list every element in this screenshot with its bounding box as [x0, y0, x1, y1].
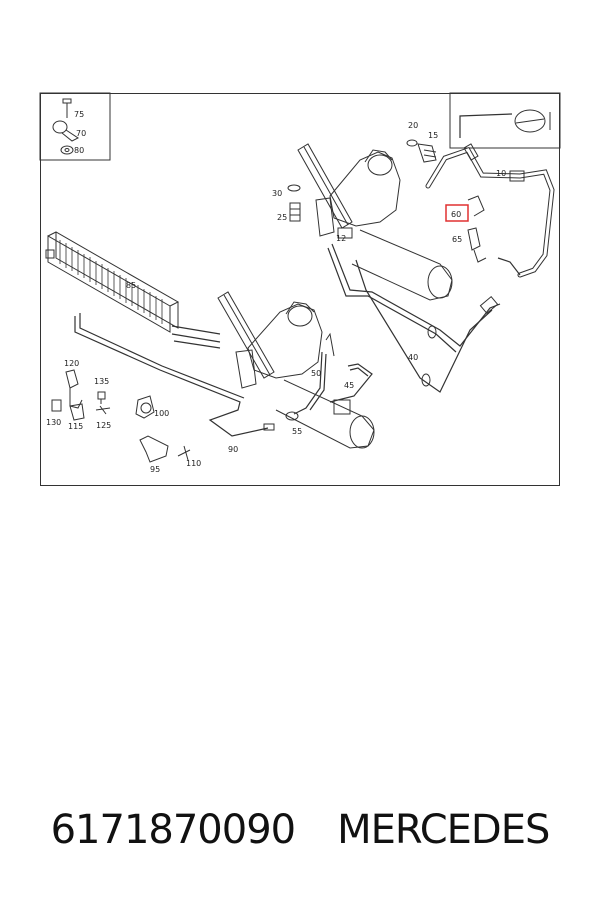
label-10: 10 — [496, 169, 506, 178]
label-45: 45 — [344, 381, 354, 390]
line-40 — [327, 243, 501, 393]
label-135: 135 — [94, 377, 109, 386]
steering-wheel-icon — [514, 109, 546, 133]
lines-50-45 — [285, 351, 373, 421]
steering-gear-lower — [217, 291, 375, 449]
diagram-frame — [40, 93, 560, 486]
label-65: 65 — [452, 235, 462, 244]
nut-icon — [60, 145, 74, 155]
label-15: 15 — [428, 131, 438, 140]
highlighted-part-60: 60 — [445, 195, 485, 222]
bracket-115-icon — [69, 403, 85, 421]
screw-110-icon — [177, 445, 191, 461]
label-80: 80 — [74, 146, 84, 155]
label-125: 125 — [96, 421, 111, 430]
brand-name: MERCEDES — [337, 807, 550, 853]
return-line-90 — [74, 313, 275, 437]
label-40: 40 — [408, 353, 418, 362]
label-85: 85 — [126, 281, 136, 290]
clip-130-icon — [51, 399, 62, 412]
small-parts-lower-left — [51, 369, 191, 463]
bolt-icon — [62, 98, 72, 118]
label-55: 55 — [292, 427, 302, 436]
label-115: 115 — [68, 422, 83, 431]
steering-gear-upper — [297, 143, 453, 301]
label-50: 50 — [311, 369, 321, 378]
bolt-135-icon — [97, 391, 106, 400]
label-110: 110 — [186, 459, 201, 468]
label-20: 20 — [408, 121, 418, 130]
label-25: 25 — [277, 213, 287, 222]
label-70: 70 — [76, 129, 86, 138]
fittings-30-25 — [287, 184, 301, 222]
caption: 6171870090 MERCEDES — [0, 800, 600, 860]
oil-cooler — [45, 231, 221, 349]
label-12: 12 — [336, 234, 346, 243]
label-30: 30 — [272, 189, 282, 198]
clamp-100-icon — [135, 395, 155, 419]
steering-inset — [449, 92, 561, 149]
bracket-95-icon — [139, 435, 169, 463]
label-100: 100 — [154, 409, 169, 418]
pressure-hose-10 — [425, 143, 555, 278]
label-60: 60 — [451, 210, 461, 219]
bracket-120-icon — [65, 369, 79, 389]
part-65 — [467, 227, 487, 263]
screw-125-icon — [95, 405, 111, 415]
label-120: 120 — [64, 359, 79, 368]
part-number: 6171870090 — [50, 807, 296, 853]
legend-inset: 75 70 80 — [39, 92, 111, 161]
clamp-icon — [52, 120, 79, 142]
label-90: 90 — [228, 445, 238, 454]
fittings-20-15 — [406, 139, 437, 163]
label-95: 95 — [150, 465, 160, 474]
label-75: 75 — [74, 110, 84, 119]
label-130: 130 — [46, 418, 61, 427]
